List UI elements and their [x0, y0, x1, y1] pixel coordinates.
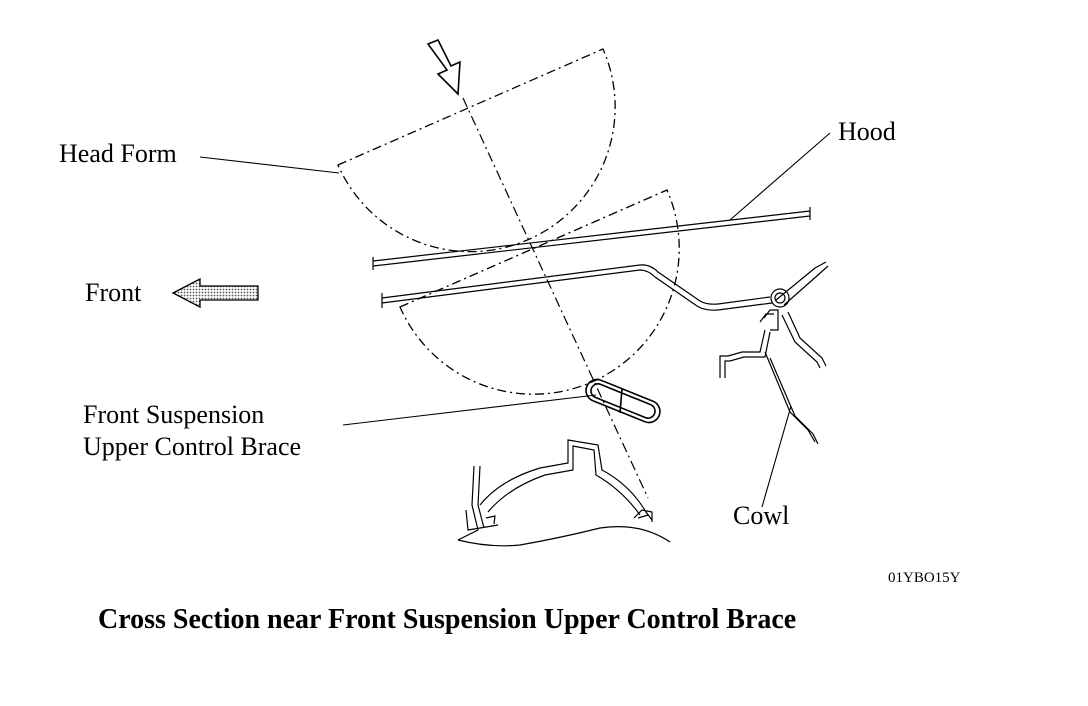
cowl-structure [719, 261, 829, 445]
hood-outer-panel [372, 207, 811, 270]
head-form-lower [399, 189, 680, 395]
brace-label-line1: Front Suspension [83, 400, 265, 429]
head-form-leader [199, 156, 340, 174]
lower-body-structure [457, 439, 671, 547]
figure-caption: Cross Section near Front Suspension Uppe… [98, 604, 797, 635]
hood-inner-panel [381, 264, 790, 311]
figure-code: 01YBO15Y [888, 570, 961, 586]
cowl-leader [761, 405, 792, 508]
head-form-upper [337, 48, 616, 253]
impact-center-line [462, 97, 649, 499]
head-form-label: Head Form [59, 139, 177, 168]
brace-leader [342, 394, 597, 426]
hood-leader [729, 132, 831, 221]
front-direction-arrow [171, 277, 259, 309]
brace-label-line2: Upper Control Brace [83, 432, 302, 461]
front-label: Front [85, 278, 142, 307]
cowl-label: Cowl [733, 501, 790, 530]
hood-label: Hood [838, 117, 896, 146]
upper-control-brace [585, 378, 661, 424]
impact-arrow [426, 38, 461, 96]
